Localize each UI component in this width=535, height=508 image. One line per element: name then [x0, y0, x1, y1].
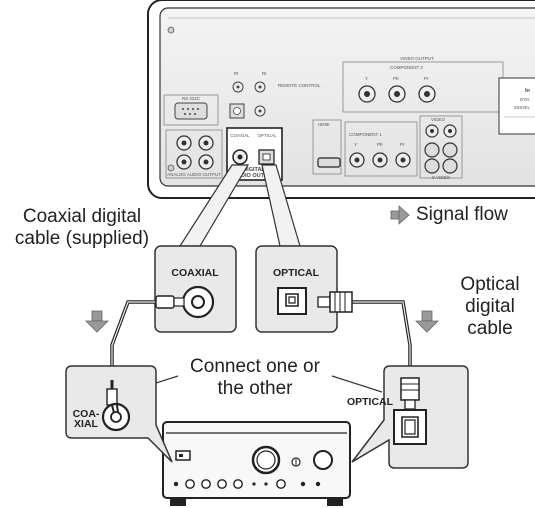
- amplifier: [162, 421, 351, 506]
- component1-label: COMPONENT 1: [349, 132, 382, 137]
- optical-callout-label: OPTICAL: [273, 267, 320, 279]
- signal-flow-arrow-icon: [390, 205, 410, 225]
- y2-label: Y: [365, 76, 368, 81]
- signal-flow-label: Signal flow: [416, 204, 508, 225]
- coaxial-callout: COAXIAL: [154, 245, 237, 333]
- amp-optical-label: OPTICAL: [347, 396, 394, 408]
- amp-optical-callout: OPTICAL: [347, 365, 469, 469]
- component2-label: COMPONENT 2: [390, 65, 423, 70]
- optical-cable-label-line1: Optical: [460, 274, 520, 295]
- s-video-label: S VIDEO: [432, 175, 451, 180]
- optical-small-label: OPTICAL: [257, 133, 277, 138]
- coaxial-callout-label: COAXIAL: [171, 267, 219, 279]
- video-label: VIDEO: [431, 117, 446, 122]
- y1-label: Y: [354, 142, 357, 147]
- remote-control-label: REMOTE CONTROL: [278, 83, 321, 88]
- model-text-1: In: [525, 88, 531, 94]
- optical-cable-label: Optical digital cable: [445, 274, 535, 340]
- connect-label: Connect one or the other: [170, 356, 340, 400]
- video-output-label: VIDEO OUTPUT: [400, 56, 434, 61]
- optical-callout: OPTICAL: [255, 245, 338, 333]
- connect-leader-right: [331, 375, 383, 393]
- amp-coaxial-callout: COA- XIAL: [65, 365, 173, 463]
- amp-coaxial-label-2: XIAL: [74, 418, 99, 430]
- pr1-label: Pr: [400, 142, 405, 147]
- ri-label: RI: [262, 71, 267, 76]
- optical-cable-label-line3: cable: [467, 318, 513, 339]
- coaxial-small-label: COAXIAL: [230, 133, 250, 138]
- coaxial-cable-label-line2: cable (supplied): [14, 228, 150, 249]
- pr2-label: Pr: [424, 76, 429, 81]
- dvd-player-rear-panel: RS 232C IR RI REMOTE CONTROL ANALOG AUDI…: [147, 0, 535, 199]
- optical-cable-label-line2: digital: [465, 296, 515, 317]
- coaxial-cable-label-line1: Coaxial digital: [22, 206, 142, 227]
- signal-down-arrow-right: [415, 310, 439, 333]
- optical-cable: [317, 291, 412, 378]
- amp-coaxial-label-1: COA-: [73, 408, 100, 420]
- pb2-label: Pb: [393, 76, 399, 81]
- hdmi-label: HDMI: [318, 122, 330, 127]
- model-text-2: DVD: [520, 97, 530, 102]
- coaxial-cable-label: Coaxial digital cable (supplied): [2, 206, 162, 250]
- analog-audio-jacks: [176, 135, 214, 170]
- analog-audio-output-label: ANALOG AUDIO OUTPUT: [167, 172, 221, 177]
- hdmi-port: [317, 157, 341, 168]
- ir-label: IR: [234, 71, 239, 76]
- connect-label-line2: the other: [217, 378, 293, 399]
- digital-label: DIGITAL: [243, 167, 265, 173]
- component2-jacks: [358, 85, 436, 103]
- component1-jacks: [349, 152, 411, 168]
- rs232-label: RS 232C: [182, 96, 201, 101]
- coaxial-cable: [110, 295, 185, 380]
- signal-down-arrow-left: [85, 310, 109, 333]
- connect-label-line1: Connect one or: [190, 356, 320, 377]
- audio-output-label: AUDIO OUTPUT: [233, 173, 276, 179]
- pb1-label: Pb: [377, 142, 383, 147]
- model-text-3: MODEL: [514, 105, 531, 110]
